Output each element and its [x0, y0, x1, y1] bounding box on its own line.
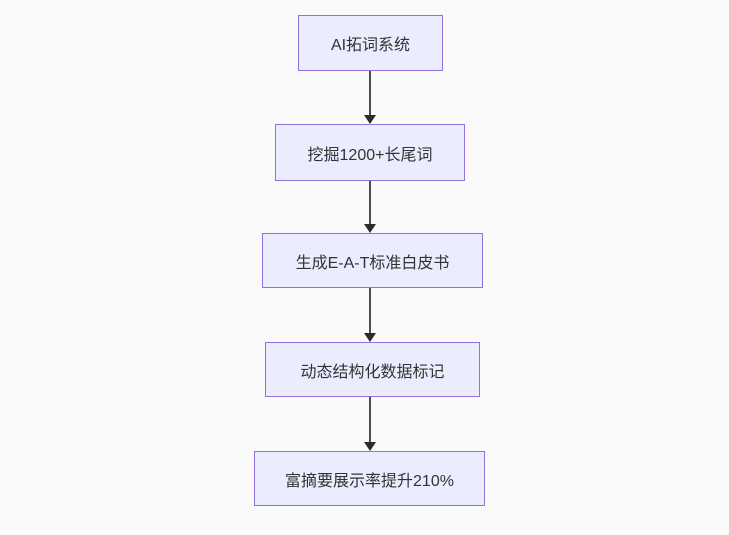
flow-node-longtail-keywords: 挖掘1200+长尾词	[275, 124, 465, 181]
flow-node-label: 富摘要展示率提升210%	[285, 472, 454, 490]
arrow-down-icon	[364, 397, 376, 451]
flow-node-label: AI拓词系统	[330, 37, 411, 54]
arrowhead-icon	[364, 333, 376, 342]
flow-node-label: 挖掘1200+长尾词	[307, 146, 433, 164]
flow-node-eat-whitepaper: 生成E-A-T标准白皮书	[262, 233, 483, 288]
arrow-down-icon	[364, 288, 376, 342]
arrow-shaft	[369, 288, 371, 334]
arrow-down-icon	[364, 181, 376, 233]
flow-node-label: 生成E-A-T标准白皮书	[295, 254, 450, 272]
flow-node-structured-data-markup: 动态结构化数据标记	[265, 342, 480, 397]
flow-node-ai-word-expansion-system: AI拓词系统	[298, 15, 443, 71]
arrow-shaft	[369, 397, 371, 443]
arrowhead-icon	[364, 442, 376, 451]
arrowhead-icon	[364, 224, 376, 233]
flow-node-label: 动态结构化数据标记	[300, 363, 445, 381]
arrow-shaft	[369, 71, 371, 116]
flow-node-rich-snippet-rate: 富摘要展示率提升210%	[254, 451, 485, 506]
arrow-down-icon	[364, 71, 376, 124]
arrowhead-icon	[364, 115, 376, 124]
arrow-shaft	[369, 181, 371, 225]
